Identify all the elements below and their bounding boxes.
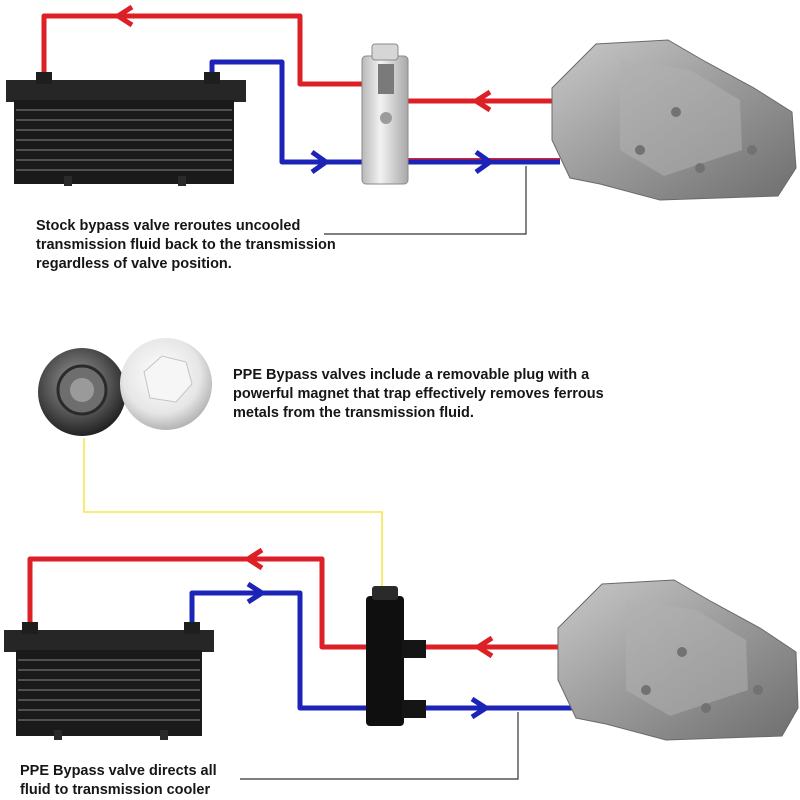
transmission xyxy=(557,579,799,741)
stock-caption-leader xyxy=(324,166,527,235)
ppe-bypass-caption: PPE Bypass valve directs all fluid to tr… xyxy=(20,763,217,798)
stock-system xyxy=(6,4,797,235)
transmission xyxy=(551,39,797,201)
arrow-left-icon xyxy=(113,4,134,28)
arrow-left-icon xyxy=(243,547,264,571)
transmission-cooler xyxy=(4,622,214,740)
arrow-left-icon xyxy=(471,89,492,113)
arrow-right-icon xyxy=(246,581,267,605)
arrow-right-icon xyxy=(470,696,491,720)
ppe-caption-leader xyxy=(240,712,519,780)
arrow-right-icon xyxy=(474,149,495,175)
stock-hot-bypass-line xyxy=(390,101,560,162)
arrow-left-icon xyxy=(473,635,494,659)
ppe-system xyxy=(4,547,799,780)
white-plug-icon xyxy=(120,338,212,430)
arrow-right-icon xyxy=(310,149,331,175)
magnetic-plugs xyxy=(38,338,383,588)
stock-bypass-valve xyxy=(361,43,409,185)
stock-bypass-caption: Stock bypass valve reroutes uncooled tra… xyxy=(36,218,336,272)
plug-leader-line xyxy=(83,438,383,588)
transmission-cooler xyxy=(6,72,246,186)
ppe-bypass-valve xyxy=(366,586,426,726)
ppe-plug-caption: PPE Bypass valves include a removable pl… xyxy=(233,367,604,421)
dark-plug-icon xyxy=(38,348,126,436)
